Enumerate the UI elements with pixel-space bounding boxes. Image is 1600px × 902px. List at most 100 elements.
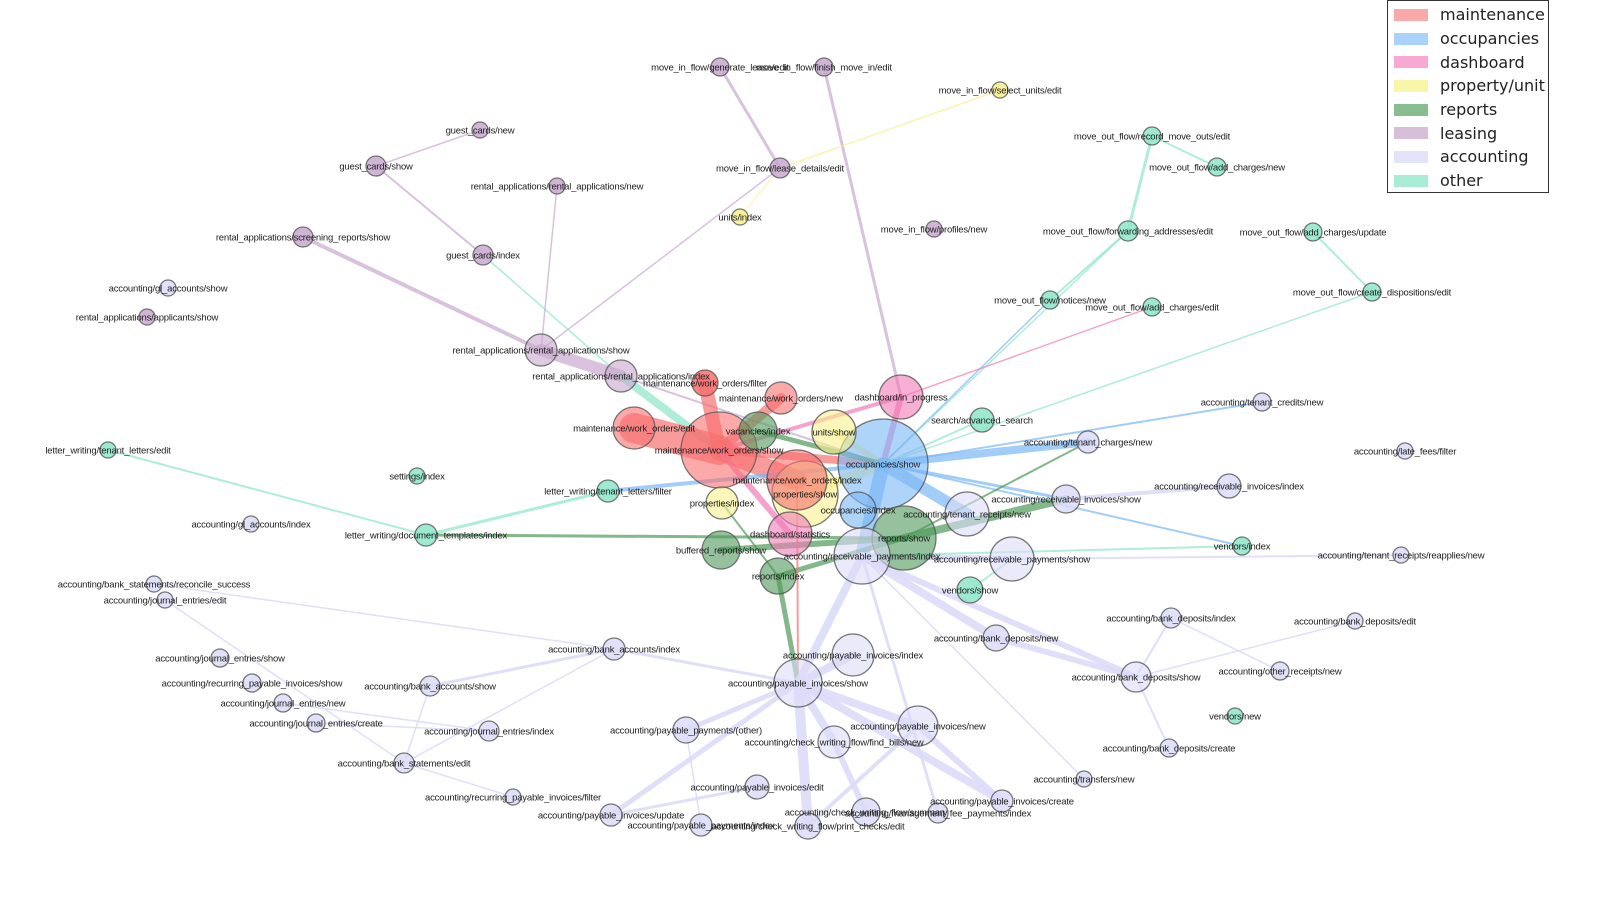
graph-node-wo-new[interactable] (764, 381, 798, 415)
graph-node-vac-idx[interactable] (738, 411, 778, 451)
graph-node-mif-prof[interactable] (925, 220, 943, 238)
graph-node-tc-new[interactable] (1076, 430, 1100, 454)
graph-node-ra-idx[interactable] (604, 359, 638, 393)
graph-node-ba-idx[interactable] (602, 637, 626, 661)
graph-node-doc-tmpl[interactable] (414, 523, 438, 547)
graph-edge (315, 722, 490, 732)
graph-node-cw-print[interactable] (794, 812, 822, 840)
graph-node-ra-new[interactable] (548, 177, 566, 195)
graph-node-tr-reapply[interactable] (1392, 546, 1410, 564)
graph-node-ra-app[interactable] (138, 308, 156, 326)
graph-node-bd-create[interactable] (1159, 738, 1179, 758)
graph-node-occ-idx[interactable] (839, 491, 877, 529)
graph-node-pi-update[interactable] (599, 803, 623, 827)
graph-node-bd-edit[interactable] (1346, 612, 1364, 630)
graph-node-occ-show[interactable] (837, 418, 929, 510)
graph-node-tcr-new[interactable] (1252, 392, 1272, 412)
graph-edge (1011, 554, 1402, 560)
graph-node-vend-idx[interactable] (1232, 536, 1252, 556)
graph-node-ra-scr[interactable] (292, 226, 314, 248)
graph-node-mif-sel[interactable] (991, 81, 1009, 99)
graph-edge (718, 65, 782, 170)
graph-node-gc-idx[interactable] (472, 244, 494, 266)
graph-edge (806, 724, 920, 828)
node-label: rental_applications/rental_applications/… (471, 182, 644, 193)
node-label: accounting/other_receipts/new (1218, 667, 1341, 678)
graph-node-cw-find[interactable] (817, 725, 851, 759)
graph-node-dash-stats[interactable] (767, 511, 813, 557)
graph-node-je-new[interactable] (273, 693, 293, 713)
graph-node-je-create[interactable] (306, 713, 326, 733)
graph-node-dash-prog[interactable] (878, 374, 924, 420)
graph-node-settings[interactable] (408, 467, 426, 485)
graph-node-tl-edit[interactable] (99, 441, 117, 459)
graph-node-gl-idx[interactable] (242, 515, 260, 533)
graph-node-bd-idx[interactable] (1160, 607, 1182, 629)
graph-node-buf-rep[interactable] (701, 530, 741, 570)
graph-node-mof-disp[interactable] (1362, 282, 1382, 302)
node-label: accounting/receivable_invoices/index (1154, 482, 1304, 493)
graph-node-prop-idx[interactable] (705, 486, 739, 520)
legend-swatch (1394, 79, 1428, 92)
graph-node-je-edit[interactable] (156, 591, 174, 609)
graph-node-mif-fin[interactable] (814, 57, 834, 77)
graph-node-pp-idx[interactable] (689, 813, 713, 837)
graph-node-gc-show[interactable] (365, 155, 387, 177)
graph-node-mgmt-fee[interactable] (927, 802, 949, 824)
graph-node-pi-edit[interactable] (744, 774, 770, 800)
graph-node-tr-new[interactable] (944, 491, 990, 537)
graph-node-wo-filter[interactable] (691, 369, 719, 397)
graph-node-je-idx[interactable] (478, 720, 500, 742)
graph-node-adv-search[interactable] (969, 407, 995, 433)
graph-node-mof-addu[interactable] (1303, 222, 1323, 242)
graph-node-vend-new[interactable] (1226, 707, 1244, 725)
graph-node-bs-recon[interactable] (145, 575, 163, 593)
graph-node-bs-edit[interactable] (393, 752, 415, 774)
graph-node-wo-idx[interactable] (766, 449, 828, 511)
graph-node-gl-show[interactable] (159, 279, 177, 297)
graph-node-pi-new[interactable] (897, 705, 939, 747)
graph-node-pp-other[interactable] (672, 716, 700, 744)
graph-node-pi-show[interactable] (773, 658, 823, 708)
graph-node-mif-lease[interactable] (769, 157, 791, 179)
graph-node-mof-addn[interactable] (1207, 157, 1227, 177)
graph-node-rpi-show[interactable] (242, 673, 262, 693)
graph-node-ri-idx[interactable] (1216, 473, 1242, 499)
graph-node-units-idx[interactable] (731, 208, 749, 226)
graph-node-rep-idx[interactable] (759, 557, 797, 595)
graph-node-mof-not[interactable] (1040, 290, 1060, 310)
node-label: accounting/receivable_invoices/show (991, 495, 1141, 506)
node-label: letter_writing/document_templates/index (345, 531, 508, 542)
graph-node-units-show[interactable] (811, 409, 857, 455)
graph-node-ri-show[interactable] (1051, 484, 1081, 514)
node-label: rental_applications/rental_applications/… (532, 372, 710, 383)
graph-node-gc-new[interactable] (471, 121, 489, 139)
graph-node-mof-fwd[interactable] (1117, 220, 1139, 242)
graph-node-pi-idx[interactable] (831, 633, 875, 677)
graph-node-pi-create[interactable] (990, 789, 1014, 813)
graph-node-late-fees[interactable] (1396, 442, 1414, 460)
graph-node-or-new[interactable] (1270, 661, 1290, 681)
graph-edge (612, 647, 800, 685)
node-label: properties/index (690, 499, 755, 510)
graph-node-wo-edit[interactable] (612, 406, 656, 450)
graph-node-rp-show[interactable] (989, 536, 1035, 582)
node-label: move_out_flow/add_charges/edit (1085, 303, 1219, 314)
graph-node-ba-show[interactable] (419, 675, 441, 697)
node-label: accounting/journal_entries/index (424, 727, 554, 738)
graph-node-bd-new[interactable] (982, 624, 1010, 652)
graph-node-bd-show[interactable] (1120, 661, 1152, 693)
graph-node-mof-rec[interactable] (1142, 126, 1162, 146)
graph-node-mof-adde[interactable] (1142, 297, 1162, 317)
graph-node-tl-filter[interactable] (596, 479, 620, 503)
graph-node-je-show[interactable] (210, 648, 230, 668)
graph-node-mif-gen[interactable] (710, 57, 730, 77)
graph-node-ra-show[interactable] (524, 333, 558, 367)
legend-swatch (1394, 150, 1428, 163)
graph-node-rpi-filter[interactable] (504, 788, 522, 806)
graph-edge (403, 648, 615, 764)
graph-node-vend-show[interactable] (956, 576, 984, 604)
graph-node-cw-cross[interactable] (851, 797, 881, 827)
graph-node-transfers[interactable] (1075, 770, 1093, 788)
